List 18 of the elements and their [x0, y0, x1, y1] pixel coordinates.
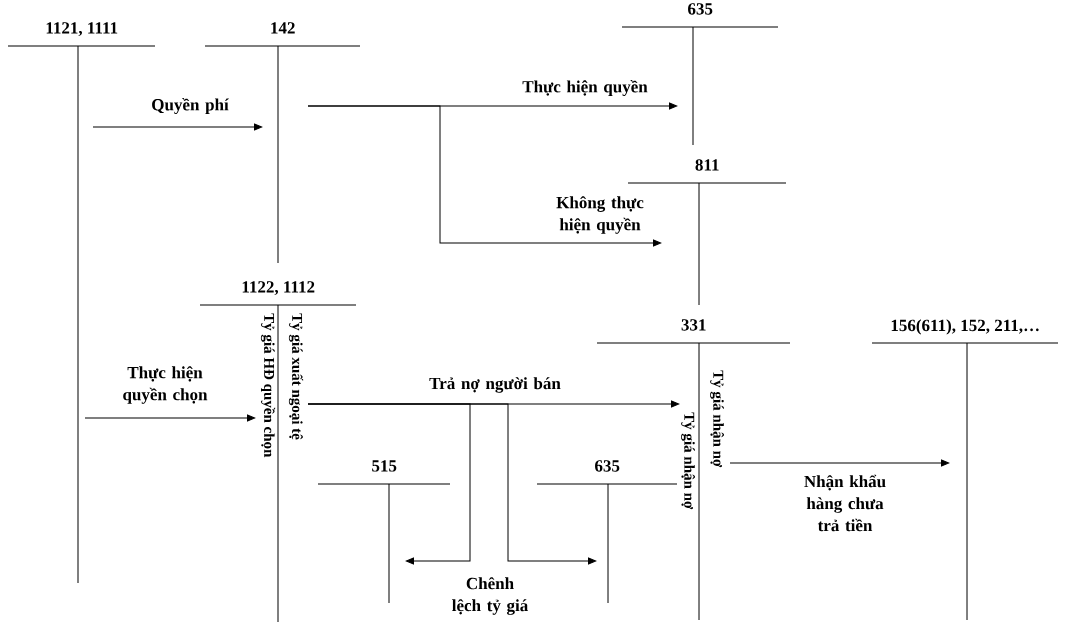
arrow	[729, 459, 950, 467]
edge-label: Thực hiện quyền chọn	[123, 366, 208, 404]
arrow	[307, 105, 662, 247]
t-account: 515	[317, 460, 451, 604]
arrow	[84, 414, 256, 422]
edge-label: Chênh lệch tỷ giá	[452, 577, 528, 615]
rotated-label: Tỷ giá nhận nợ	[710, 370, 724, 468]
edge-label: Trả nợ người bán	[429, 377, 561, 393]
rotated-label: Tỷ giá HĐ quyền chọn	[260, 313, 276, 458]
arrow	[92, 123, 263, 131]
rotated-label: Tỷ giá xuất ngoại tệ	[288, 313, 304, 440]
edge-label: Không thực hiện quyền	[556, 196, 644, 234]
edge-label: Nhận khẩu hàng chưa trả tiền	[804, 474, 886, 532]
edge-label: Quyền phí	[152, 98, 229, 114]
arrow	[307, 403, 597, 565]
edge-label: Thực hiện quyền	[522, 80, 648, 96]
t-account: 635	[536, 460, 678, 604]
rotated-label: Tỷ giá nhận nợ	[681, 412, 695, 510]
